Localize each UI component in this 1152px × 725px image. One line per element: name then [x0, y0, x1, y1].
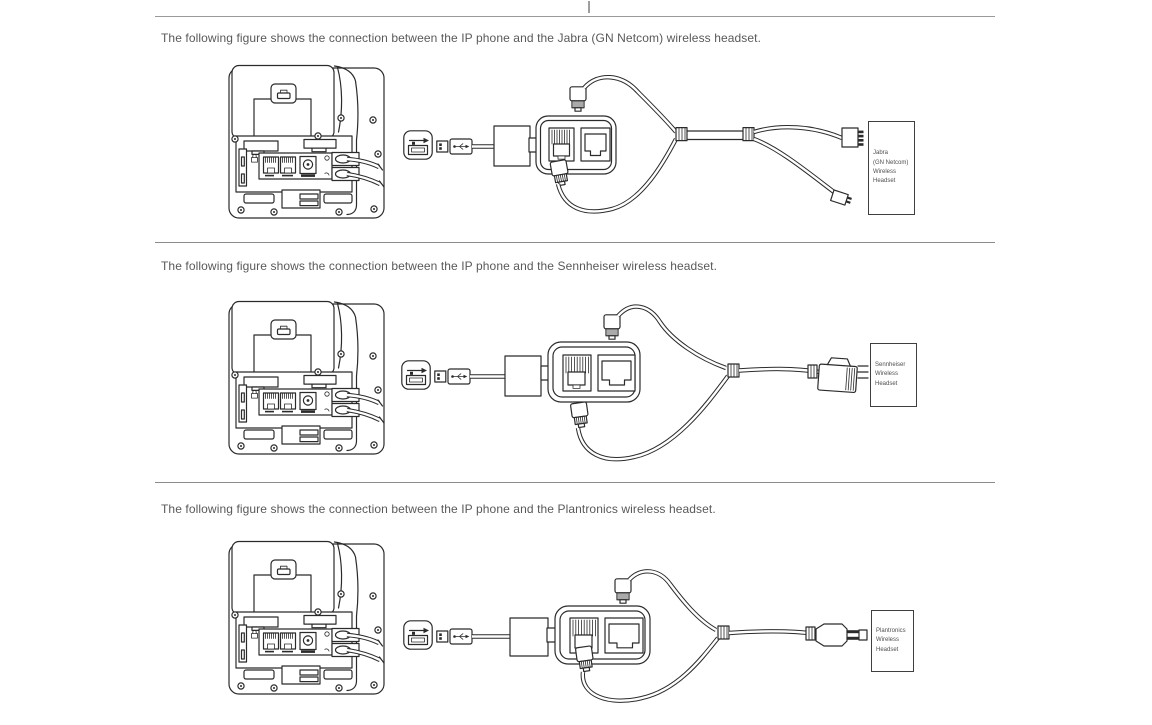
cable-ferrule [805, 626, 816, 641]
ehs-adapter [540, 341, 641, 403]
cable-splitter [717, 625, 730, 640]
usb-port-icon [401, 360, 431, 390]
connection-diagram-sennheiser [228, 298, 869, 462]
usb-port-icon [403, 620, 433, 650]
caption-jabra: The following figure shows the connectio… [161, 31, 762, 45]
headset-box-jabra: Jabra (GN Netcom) Wireless Headset [868, 121, 915, 215]
ip-phone-illustration [229, 302, 384, 455]
usb-adapter-box [509, 617, 549, 657]
headset-label-line: Headset [875, 380, 898, 387]
headset-label-line: Sennheiser [875, 362, 906, 369]
rj-plug-icon [569, 86, 587, 112]
ip-phone-illustration [229, 542, 384, 695]
headset-connector-icon [830, 189, 852, 206]
headset-label-line: Wireless [876, 637, 900, 644]
headset-connector-icon [841, 127, 864, 148]
connection-diagram-jabra [228, 62, 864, 226]
cable-splitter [727, 363, 740, 378]
headset-label-line: Headset [873, 178, 896, 185]
page-marker-tick [588, 1, 590, 13]
cable-ferrule [807, 364, 818, 379]
ip-phone-illustration [229, 66, 384, 219]
usb-adapter-box [504, 355, 542, 397]
ehs-adapter [546, 605, 651, 665]
headset-label-line: Wireless [875, 371, 899, 378]
caption-plantronics: The following figure shows the connectio… [161, 502, 716, 516]
usb-adapter-box [493, 125, 531, 167]
headset-label-line: Jabra [873, 150, 889, 157]
ehs-adapter [528, 115, 617, 175]
usb-plug-icon [436, 138, 473, 155]
headset-label-line: Plantronics [876, 628, 906, 635]
headset-connector-icon [817, 357, 858, 394]
cable-splitter [675, 126, 755, 142]
connection-diagram-plantronics [228, 538, 868, 703]
rj-plug-icon [603, 314, 621, 340]
headset-box-plantronics: Plantronics Wireless Headset [871, 610, 914, 672]
headset-label-line: Wireless [873, 169, 897, 175]
section-divider-2 [155, 482, 995, 483]
headset-label-line: Headset [876, 646, 899, 653]
rj-plug-icon [574, 645, 596, 673]
usb-plug-icon [434, 368, 471, 385]
page-top-rule [155, 16, 995, 17]
rj-plug-icon [614, 578, 632, 604]
usb-port-icon [403, 130, 433, 160]
usb-plug-icon [436, 628, 473, 645]
caption-sennheiser: The following figure shows the connectio… [161, 259, 718, 273]
section-divider-1 [155, 242, 995, 243]
rj-plug-icon [569, 401, 591, 429]
headset-box-sennheiser: Sennheiser Wireless Headset [870, 343, 917, 407]
headset-label-line: (GN Netcom) [873, 159, 909, 166]
headset-connector-icon [815, 623, 868, 647]
rj-plug-icon [549, 158, 571, 188]
